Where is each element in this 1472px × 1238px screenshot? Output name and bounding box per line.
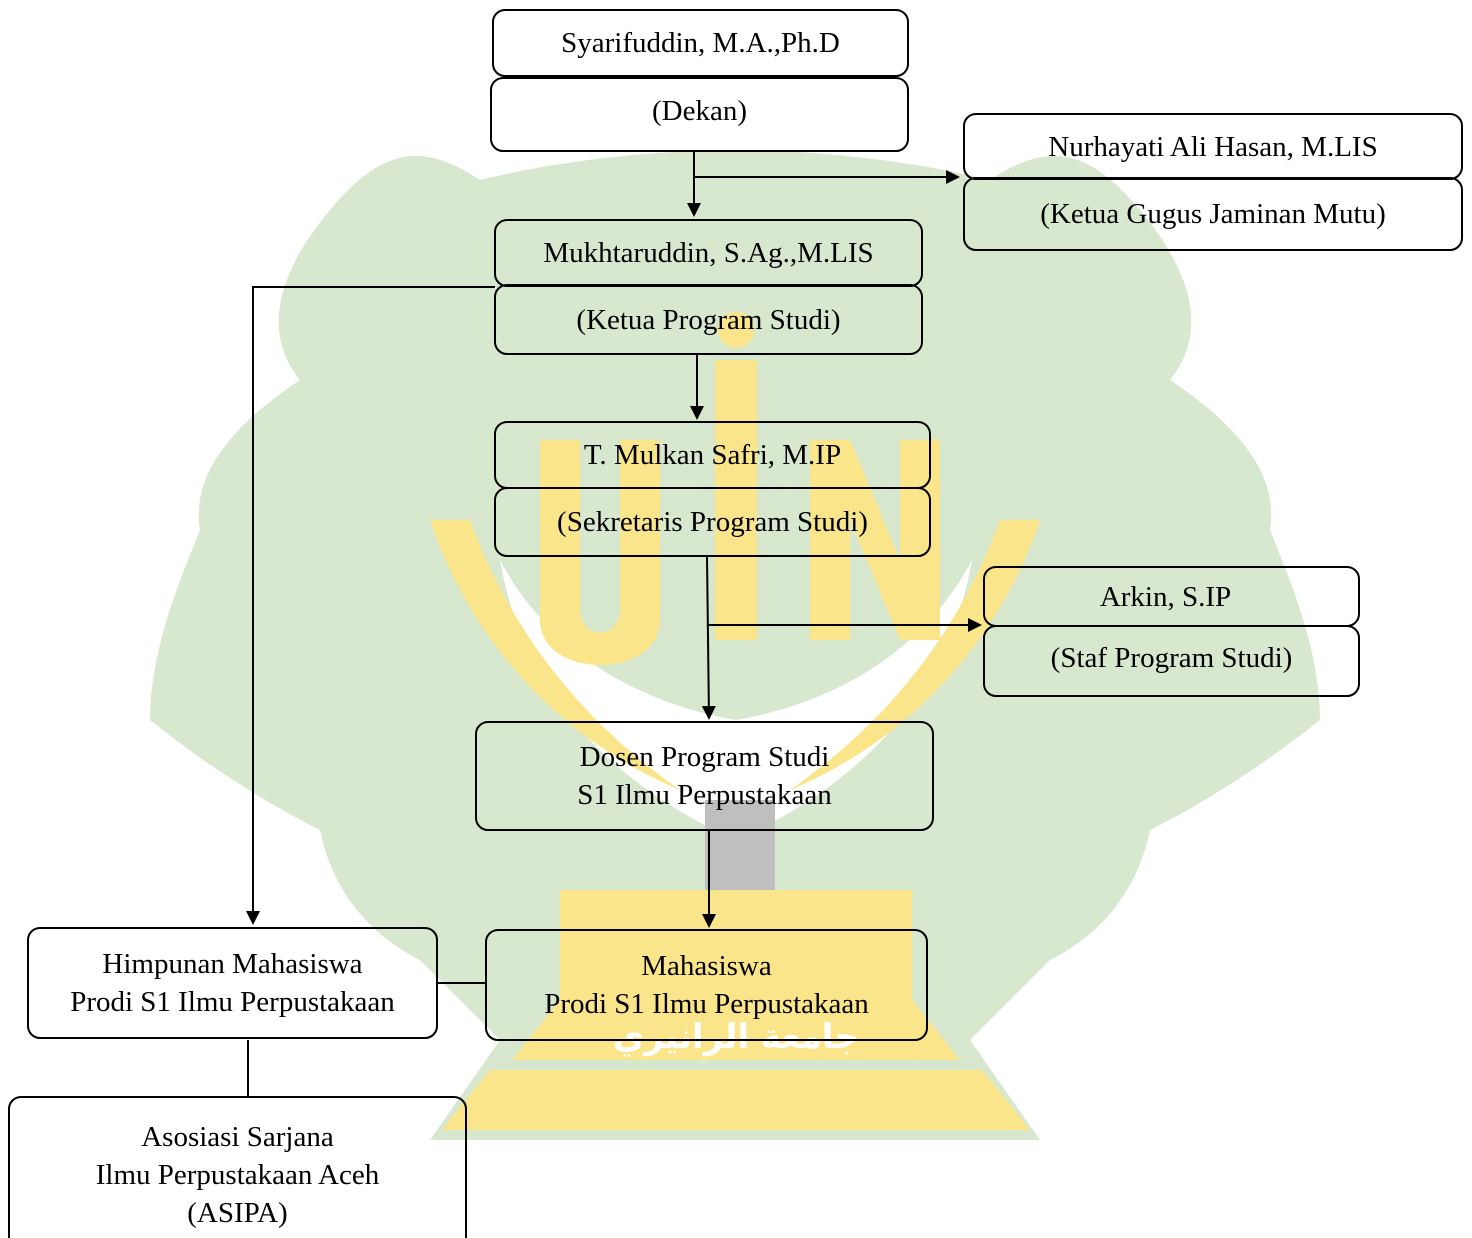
kaprodi-role: (Ketua Program Studi): [576, 303, 841, 336]
sekprodi-role-box: (Sekretaris Program Studi): [494, 487, 931, 557]
sekprodi-name: T. Mulkan Safri, M.IP: [583, 439, 842, 471]
himpunan-box: Himpunan Mahasiswa Prodi S1 Ilmu Perpust…: [27, 927, 438, 1039]
logo-letter-u: [540, 440, 660, 665]
dosen-label: Dosen Program Studi S1 Ilmu Perpustakaan: [577, 741, 832, 811]
connector-kaprodi-to-himpunan: [246, 286, 495, 925]
logo-outer-shape: [150, 150, 1320, 1140]
mahasiswa-box: Mahasiswa Prodi S1 Ilmu Perpustakaan: [485, 929, 928, 1041]
logo-base: [512, 890, 960, 1060]
logo-letter-i-dot: [718, 312, 754, 348]
mahasiswa-label: Mahasiswa Prodi S1 Ilmu Perpustakaan: [544, 950, 869, 1020]
logo-crescent-left: [430, 520, 680, 790]
gjm-role-box: (Ketua Gugus Jaminan Mutu): [963, 177, 1463, 251]
dekan-role: (Dekan): [651, 94, 747, 127]
sekprodi-name-box: T. Mulkan Safri, M.IP: [494, 421, 931, 489]
logo-letter-n: [810, 440, 940, 640]
gjm-role: (Ketua Gugus Jaminan Mutu): [1040, 198, 1386, 230]
logo-arabic-text: جامعة الرانيري: [613, 1017, 859, 1057]
staf-name: Arkin, S.IP: [1099, 580, 1232, 613]
logo-caption: AR - RANIRY: [490, 1086, 982, 1131]
gjm-name: Nurhayati Ali Hasan, M.LIS: [1048, 130, 1378, 163]
logo-base-lower: [442, 1070, 1030, 1130]
dekan-role-box: (Dekan): [490, 77, 909, 152]
logo-inner-shield: [500, 560, 972, 840]
logo-letter-i: [715, 360, 757, 640]
kaprodi-name-box: Mukhtaruddin, S.Ag.,M.LIS: [494, 219, 923, 287]
connector-sekprodi-to-dosen: [701, 556, 716, 720]
dosen-box: Dosen Program Studi S1 Ilmu Perpustakaan: [475, 721, 934, 831]
dekan-name-box: Syarifuddin, M.A.,Ph.D: [492, 9, 909, 77]
logo-kaaba: [705, 800, 775, 900]
sekprodi-role: (Sekretaris Program Studi): [557, 506, 868, 538]
gjm-name-box: Nurhayati Ali Hasan, M.LIS: [963, 113, 1463, 180]
kaprodi-name: Mukhtaruddin, S.Ag.,M.LIS: [543, 237, 874, 269]
asipa-box: Asosiasi Sarjana Ilmu Perpustakaan Aceh …: [8, 1096, 467, 1238]
dekan-name: Syarifuddin, M.A.,Ph.D: [561, 27, 840, 59]
kaprodi-role-box: (Ketua Program Studi): [494, 284, 923, 355]
himpunan-label: Himpunan Mahasiswa Prodi S1 Ilmu Perpust…: [70, 948, 395, 1018]
logo-crescent-right: [790, 520, 1040, 790]
staf-role-box: (Staf Program Studi): [983, 625, 1360, 697]
asipa-label: Asosiasi Sarjana Ilmu Perpustakaan Aceh …: [95, 1121, 380, 1229]
staf-name-box: Arkin, S.IP: [983, 566, 1360, 627]
staf-role: (Staf Program Studi): [1050, 642, 1293, 674]
